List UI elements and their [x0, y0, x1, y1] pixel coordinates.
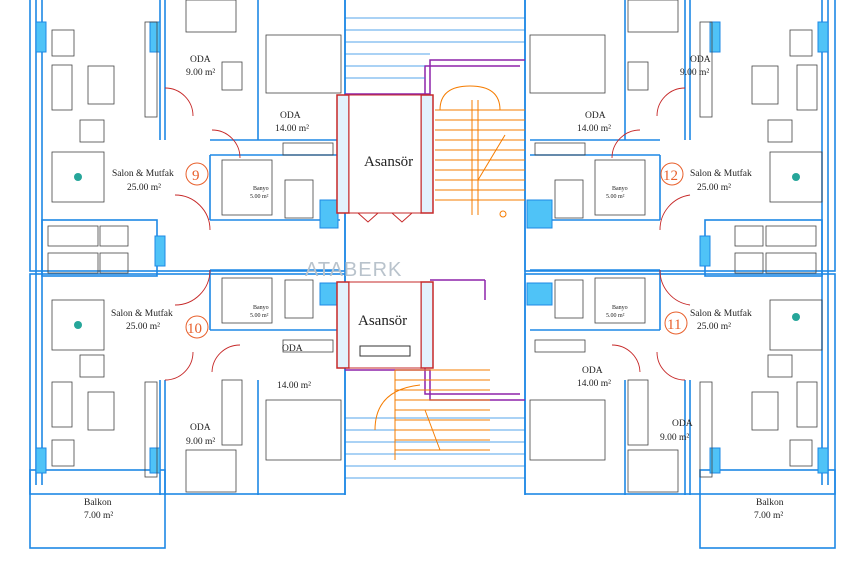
- salon-area: 25.00 m²: [697, 183, 731, 193]
- bath-area: 5.00 m²: [250, 313, 269, 319]
- balcony-area: 7.00 m²: [84, 511, 113, 521]
- salon-label: Salon & Mutfak: [112, 168, 174, 179]
- bath-label: Banyo: [253, 186, 269, 192]
- unit-11: 11 Salon & Mutfak 25.00 m² Banyo 5.00 m²…: [577, 305, 784, 521]
- unit-10: 10 Salon & Mutfak 25.00 m² Banyo 5.00 m²…: [84, 305, 311, 521]
- room-small-label: ODA: [190, 423, 211, 433]
- room-small-label: ODA: [672, 419, 693, 429]
- bath-area: 5.00 m²: [606, 313, 625, 319]
- rails: [345, 17, 525, 479]
- room-large-label: ODA: [282, 344, 303, 354]
- room-large-area: 14.00 m²: [577, 124, 611, 134]
- room-small-label: ODA: [690, 55, 711, 65]
- elevator-top: [336, 94, 434, 223]
- unit-number: 10: [187, 321, 202, 337]
- room-small-area: 9.00 m²: [680, 68, 709, 78]
- salon-area: 25.00 m²: [127, 183, 161, 193]
- bath-label: Banyo: [612, 186, 628, 192]
- room-large-label: ODA: [585, 111, 606, 121]
- elevator-label-bottom: Asansör: [358, 313, 407, 329]
- bath-label: Banyo: [612, 305, 628, 311]
- bath-area: 5.00 m²: [606, 194, 625, 200]
- unit-9: 9 Salon & Mutfak 25.00 m² Banyo 5.00 m² …: [112, 55, 309, 200]
- balcony-label: Balkon: [756, 498, 784, 508]
- room-small-area: 9.00 m²: [186, 68, 215, 78]
- room-large-area: 14.00 m²: [275, 124, 309, 134]
- room-large-label: ODA: [582, 366, 603, 376]
- bath-label: Banyo: [253, 305, 269, 311]
- unit-number: 12: [663, 168, 678, 184]
- salon-label: Salon & Mutfak: [111, 308, 173, 319]
- elevator-label-top: Asansör: [364, 154, 413, 170]
- furniture: [47, 0, 823, 493]
- room-large-area: 14.00 m²: [577, 379, 611, 389]
- room-small-label: ODA: [190, 55, 211, 65]
- room-large-label: ODA: [280, 111, 301, 121]
- balcony-label: Balkon: [84, 498, 112, 508]
- unit-number: 9: [192, 168, 200, 184]
- salon-area: 25.00 m²: [697, 322, 731, 332]
- door-arcs: [164, 87, 691, 381]
- room-small-area: 9.00 m²: [660, 433, 689, 443]
- room-small-area: 9.00 m²: [186, 437, 215, 447]
- columns: [35, 21, 829, 474]
- room-large-area: 14.00 m²: [277, 381, 311, 391]
- bath-area: 5.00 m²: [250, 194, 269, 200]
- salon-label: Salon & Mutfak: [690, 308, 752, 319]
- balcony-area: 7.00 m²: [754, 511, 783, 521]
- stairs-top: [435, 85, 525, 218]
- watermark-logo: ATABERK: [305, 259, 402, 281]
- elevator-bottom: [336, 281, 434, 369]
- salon-label: Salon & Mutfak: [690, 168, 752, 179]
- salon-area: 25.00 m²: [126, 322, 160, 332]
- dining-accents: [74, 173, 800, 329]
- stairs-bottom: [374, 369, 490, 460]
- unit-number: 11: [667, 317, 681, 333]
- unit-12: 12 Salon & Mutfak 25.00 m² Banyo 5.00 m²…: [577, 55, 752, 200]
